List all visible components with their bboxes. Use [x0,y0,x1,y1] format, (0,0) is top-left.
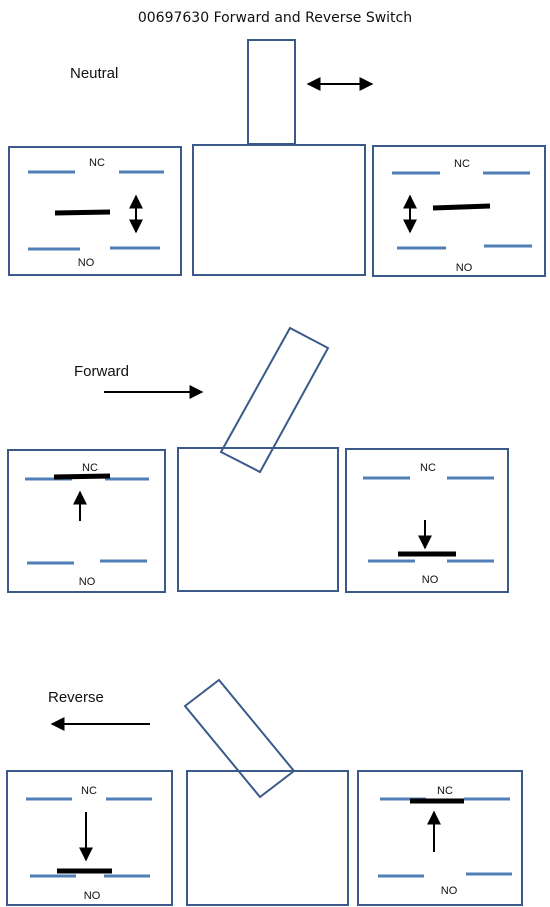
reverse-right-contact-box [357,770,523,906]
reverse-section: Reverse NC NO NC NO [6,678,523,906]
reverse-lever [183,678,296,799]
neutral-right-contact-box [372,145,546,277]
forward-section: Forward NC NO NC NO [7,326,509,593]
forward-left-contact-box [7,449,166,593]
reverse-left-no-label: NO [84,890,101,902]
reverse-right-nc-label: NC [437,785,453,797]
neutral-switch-body [192,144,366,276]
reverse-left-nc-label: NC [81,785,97,797]
forward-label: Forward [74,363,129,380]
neutral-left-contact-box [8,146,182,276]
neutral-label: Neutral [70,65,118,82]
forward-left-no-label: NO [79,576,96,588]
neutral-left-no-label: NO [78,257,95,269]
forward-lever [219,326,330,474]
reverse-left-contact-box [6,770,173,906]
reverse-label: Reverse [48,689,104,706]
forward-right-nc-label: NC [420,462,436,474]
diagram-title: 00697630 Forward and Reverse Switch [138,10,412,26]
forward-right-no-label: NO [422,574,439,586]
reverse-switch-body [186,770,349,906]
neutral-right-blade [432,203,491,211]
neutral-right-no-label: NO [456,262,473,274]
forward-right-contact-box [345,448,509,593]
neutral-right-nc-label: NC [454,158,470,170]
forward-switch-body [177,447,339,592]
neutral-lever [247,39,296,145]
forward-left-nc-label: NC [82,462,98,474]
neutral-left-nc-label: NC [89,157,105,169]
forward-left-blade [53,473,111,480]
neutral-section: Neutral NC NO NC NO [8,39,546,277]
neutral-left-blade [54,209,111,216]
reverse-right-no-label: NO [441,885,458,897]
